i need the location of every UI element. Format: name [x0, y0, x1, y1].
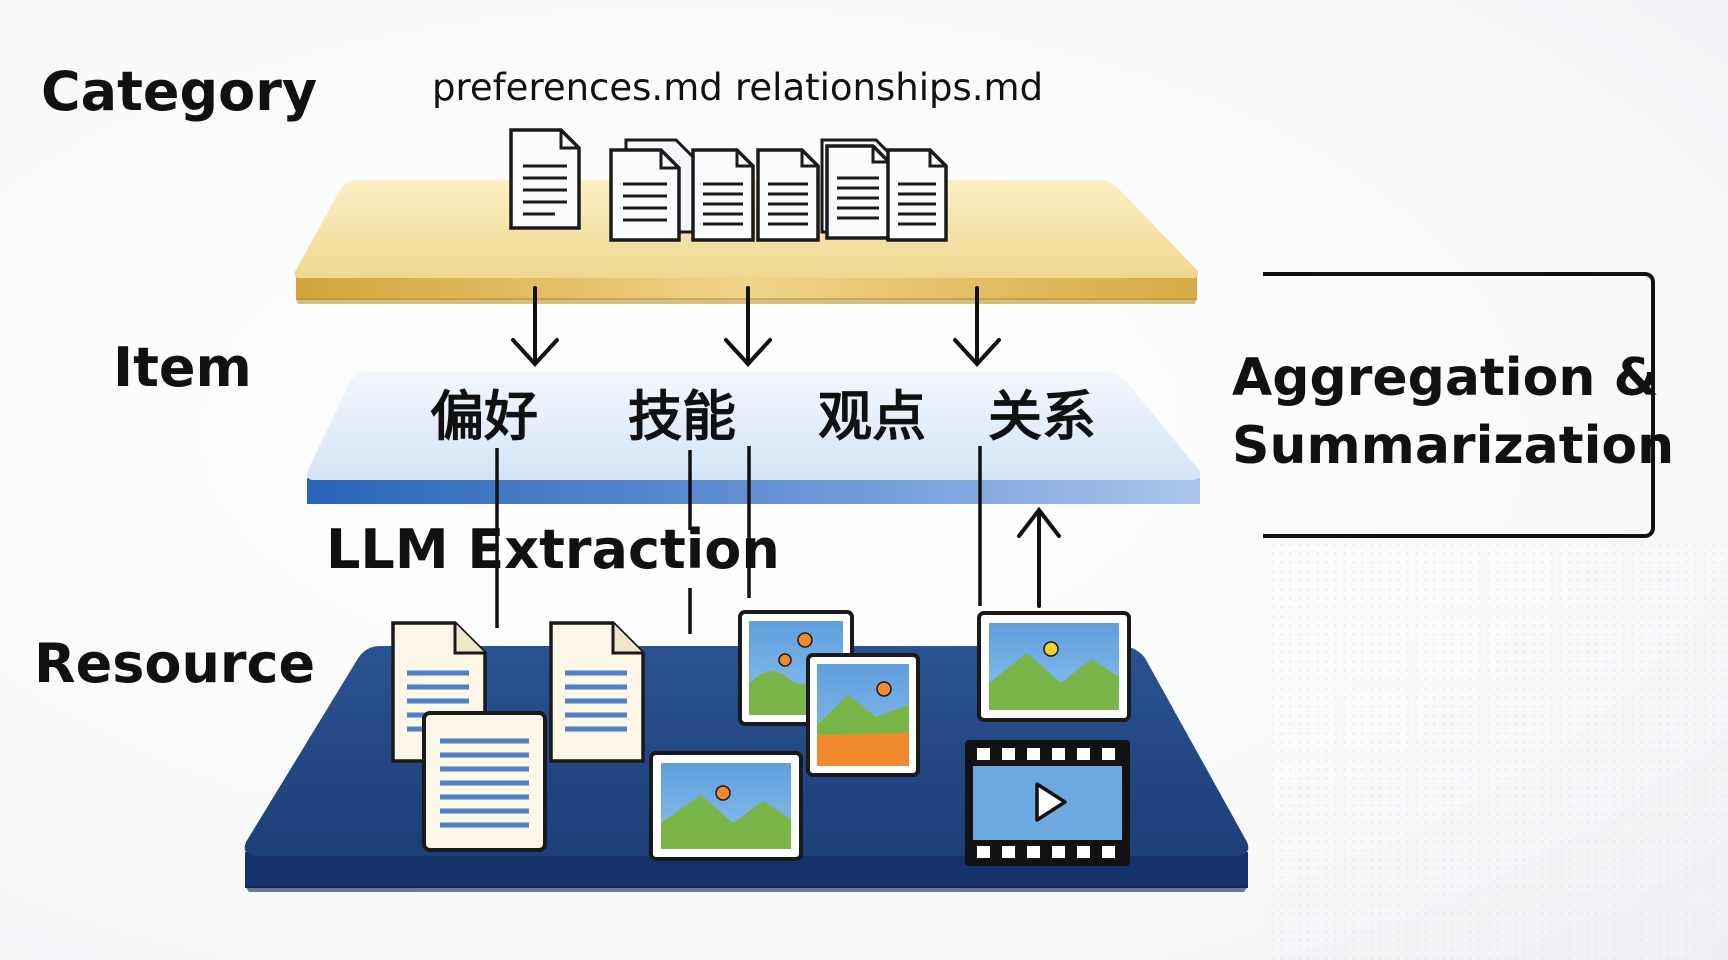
image-icon	[977, 611, 1131, 722]
item-label: Item	[113, 336, 252, 399]
aggregation-line-2: Summarization	[1232, 416, 1675, 476]
arrow-down-icon	[953, 286, 1001, 367]
image-icon	[806, 653, 920, 777]
item-layer	[306, 372, 1201, 504]
document-icon	[756, 148, 820, 242]
aggregation-bracket	[1263, 272, 1655, 538]
image-icon	[649, 751, 803, 861]
category-label: Category	[41, 60, 318, 123]
aggregation-line-1: Aggregation &	[1232, 348, 1659, 408]
document-icon	[509, 128, 581, 230]
arrow-up-icon	[1017, 506, 1061, 608]
document-icon	[825, 144, 891, 240]
document-icon	[422, 711, 547, 852]
file-label-relationships: relationships.md	[735, 66, 1044, 109]
item-preferences: 偏好	[430, 385, 538, 448]
aggregation-label: Aggregation & Summarization	[1232, 344, 1674, 480]
resource-documents	[391, 621, 645, 852]
document-icon	[691, 148, 755, 242]
resource-label: Resource	[34, 632, 316, 695]
file-label-preferences: preferences.md	[432, 66, 723, 109]
arrows-down	[511, 286, 1001, 367]
dot-pattern	[1268, 540, 1728, 960]
arrow-down-icon	[511, 286, 559, 367]
item-opinions: 观点	[818, 385, 926, 448]
document-icon	[886, 148, 948, 242]
arrow-down-icon	[724, 286, 772, 367]
resource-images	[649, 610, 1131, 861]
document-icon	[609, 148, 681, 242]
item-relationships: 关系	[988, 385, 1096, 448]
connector-lines	[495, 446, 982, 634]
category-documents	[509, 128, 948, 242]
video-icon	[965, 740, 1130, 866]
item-skills: 技能	[628, 385, 736, 448]
llm-extraction-label: LLM Extraction	[326, 518, 780, 581]
document-icon	[549, 621, 645, 763]
